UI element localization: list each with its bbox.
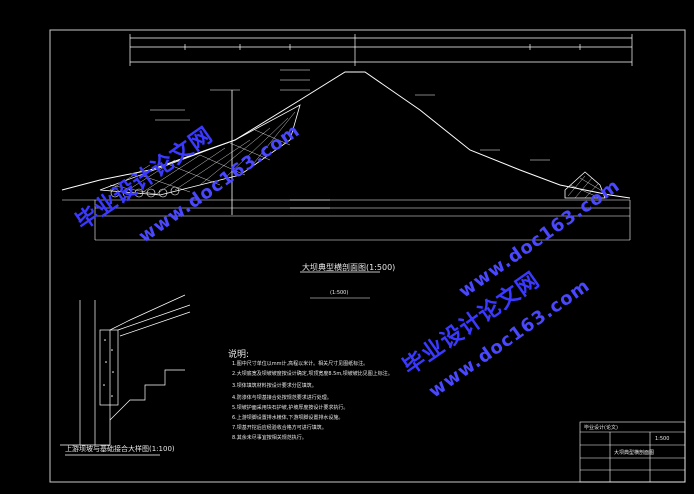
note-item: 7.坝基开挖后应经验收合格方可进行填筑。 — [232, 425, 327, 431]
note-item: 3.坝体填筑材料按设计要求分区填筑。 — [232, 383, 317, 389]
note-item: 6.上游坝脚设置排水棱体,下游坝脚设置排水设施。 — [232, 415, 344, 421]
top-dimension-chain — [129, 34, 633, 66]
note-item: 4.防渗体与坝基接合处按规范要求进行处理。 — [232, 395, 332, 401]
downstream-toe-drain — [564, 171, 606, 199]
dam-outline — [61, 71, 631, 199]
note-item: 8.其余未尽事宜按相关规范执行。 — [232, 435, 307, 441]
note-item: 1.图中尺寸单位以mm计,高程以米计。相关尺寸见图纸标注。 — [232, 361, 369, 367]
upstream-hatch — [109, 111, 296, 196]
notes-heading: 说明: — [228, 350, 250, 360]
title-block — [579, 421, 686, 483]
detail-drawing — [60, 294, 191, 446]
upstream-riprap — [110, 186, 180, 198]
title-block-school: 毕业设计(论文) — [584, 425, 618, 431]
main-drawing-subtitle: (1:500) — [330, 290, 349, 296]
note-item: 2.大坝底宽及坝坡坡度按设计确定,坝顶宽度8.5m,坝坡坡比见图上标注。 — [232, 371, 393, 377]
detail-drawing-title: 上游坝坡与基础接合大样图(1:100) — [65, 445, 175, 453]
leader-lines — [150, 69, 550, 209]
note-item: 5.坝坡护面采用块石护坡,护坡厚度按设计要求执行。 — [232, 405, 349, 411]
foundation-layers — [62, 199, 631, 241]
title-block-drawing-name: 大坝典型横剖面图 — [614, 450, 655, 456]
title-block-scale: 1:500 — [655, 436, 670, 442]
main-drawing-title: 大坝典型横剖面图(1:500) — [302, 263, 396, 272]
drawing-frame — [49, 29, 686, 483]
detail-fill-dots — [103, 339, 114, 397]
downstream-hatch — [567, 175, 605, 199]
